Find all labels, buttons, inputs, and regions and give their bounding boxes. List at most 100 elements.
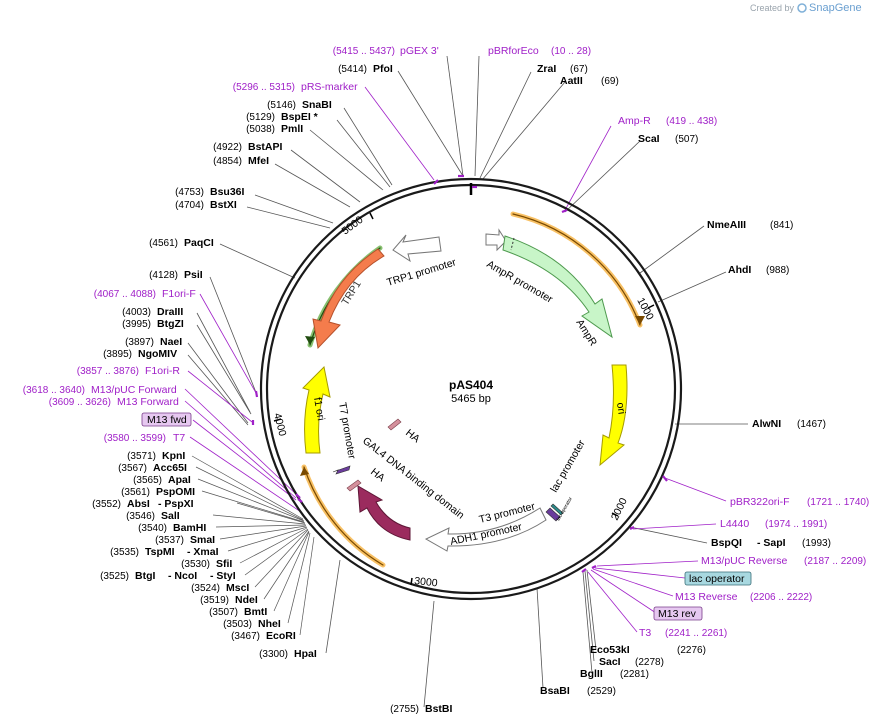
pbrforeco-range: (10 .. 28) bbox=[551, 46, 591, 57]
enzyme-pos: (67) bbox=[570, 64, 588, 75]
enzyme-bmti: BmtI bbox=[244, 606, 267, 618]
enzyme-pos: (3530) bbox=[181, 559, 210, 570]
right-primer-labels: pBR322ori-F (1721 .. 1740) L4440 (1974 .… bbox=[639, 496, 869, 639]
enzyme-sfii: SfiI bbox=[216, 558, 232, 570]
enzyme-pos: (3300) bbox=[259, 649, 288, 660]
t3-name: T3 bbox=[639, 627, 651, 639]
prs-marker-name: pRS-marker bbox=[301, 81, 358, 93]
lac-promoter-label: lac promoter bbox=[548, 438, 588, 495]
enzyme-bsabi: BsaBI bbox=[540, 685, 570, 697]
enzyme-pos: (4753) bbox=[175, 187, 204, 198]
enzyme-pos: (3567) bbox=[118, 463, 147, 474]
enzyme-btgi: BtgI bbox=[135, 570, 155, 582]
enzyme-tspmi: TspMI bbox=[145, 546, 175, 558]
enzyme-pos: (3552) bbox=[92, 499, 121, 510]
tick-3000: 3000 bbox=[414, 575, 439, 589]
f1ori-f-range: (4067 .. 4088) bbox=[94, 289, 156, 300]
enzyme-pos: (841) bbox=[770, 220, 793, 231]
left-primer-labels: (4067 .. 4088) F1ori-F (3857 .. 3876) F1… bbox=[23, 288, 196, 444]
enzyme-bspqi: BspQI bbox=[711, 537, 742, 549]
enzyme-xmai: - XmaI bbox=[187, 546, 219, 558]
ampr-arrow bbox=[502, 235, 613, 339]
orange-highlight-arrowhead bbox=[300, 467, 309, 476]
enzyme-pos: (3519) bbox=[200, 595, 229, 606]
m13-fwd-name: M13 Forward bbox=[117, 396, 179, 408]
f1ori-r-range: (3857 .. 3876) bbox=[77, 366, 139, 377]
ha-label-1: HA bbox=[403, 427, 422, 445]
ampr-primer-range: (419 .. 438) bbox=[666, 116, 717, 127]
trp1-promoter-label: TRP1 promoter bbox=[385, 256, 458, 289]
primer-marks bbox=[251, 174, 668, 573]
enzyme-msci: MscI bbox=[226, 582, 249, 594]
enzyme-absi: AbsI bbox=[127, 498, 150, 510]
enzyme-smai: SmaI bbox=[190, 534, 215, 546]
enzyme-pos: (4003) bbox=[122, 307, 151, 318]
enzyme-pos: (3540) bbox=[138, 523, 167, 534]
enzyme-pos: (3537) bbox=[155, 535, 184, 546]
enzyme-pos: (5129) bbox=[246, 112, 275, 123]
enzyme-apai: ApaI bbox=[168, 474, 191, 486]
ha-tag-2 bbox=[387, 418, 402, 431]
enzyme-bglii: BglII bbox=[580, 668, 603, 680]
feature-arrows bbox=[302, 228, 628, 552]
enzyme-aatii: AatII bbox=[560, 75, 583, 87]
enzyme-pos: (3546) bbox=[126, 511, 155, 522]
enzyme-pos: (3895) bbox=[103, 349, 132, 360]
enzyme-zrai: ZraI bbox=[537, 63, 556, 75]
ha-label-2: HA bbox=[368, 466, 387, 484]
t3-range: (2241 .. 2261) bbox=[665, 628, 727, 639]
ori-label: ori bbox=[614, 402, 628, 415]
f1ori-f-name: F1ori-F bbox=[162, 288, 196, 300]
m13puc-fwd-name: M13/pUC Forward bbox=[91, 384, 177, 396]
enzyme-nmeaiii: NmeAIII bbox=[707, 219, 746, 231]
adh1-promoter-arrow bbox=[424, 507, 547, 552]
m13puc-rev-name: M13/pUC Reverse bbox=[701, 555, 788, 567]
enzyme-saci: SacI bbox=[599, 656, 621, 668]
enzyme-pos: (3995) bbox=[122, 319, 151, 330]
enzyme-pspomi: PspOMI bbox=[156, 486, 195, 498]
enzyme-pos: (3503) bbox=[223, 619, 252, 630]
top-primer-labels: (5415 .. 5437) pGEX 3' pBRforEco (10 .. … bbox=[233, 45, 717, 127]
lac-feature-teal bbox=[550, 503, 564, 516]
left-mcs-enzymes: (3571) KpnI (3567) Acc65I (3565) ApaI (3… bbox=[92, 450, 317, 660]
m13-fwd-range: (3609 .. 3626) bbox=[49, 397, 111, 408]
mcs-fan-lines bbox=[191, 455, 315, 636]
credit-prefix: Created by bbox=[750, 3, 795, 13]
enzyme-btgzi: BtgZI bbox=[157, 318, 184, 330]
enzyme-bstxi: BstXI bbox=[210, 199, 237, 211]
enzyme-naei: NaeI bbox=[160, 336, 182, 348]
enzyme-bamhi: BamHI bbox=[173, 522, 206, 534]
credit-brand: SnapGene bbox=[809, 2, 862, 14]
leader-lines bbox=[187, 55, 748, 708]
m13puc-fwd-range: (3618 .. 3640) bbox=[23, 385, 85, 396]
plasmid-name: pAS404 bbox=[449, 378, 493, 392]
pbr322ori-f-name: pBR322ori-F bbox=[730, 496, 790, 508]
enzyme-ahdi: AhdI bbox=[728, 264, 751, 276]
m13-rev-box bbox=[653, 606, 703, 621]
enzyme-pos: (1993) bbox=[802, 538, 831, 549]
enzyme-snabi: SnaBI bbox=[302, 99, 332, 111]
ampr-primer-name: Amp-R bbox=[618, 115, 651, 127]
gal4-arrow bbox=[357, 485, 411, 541]
m13puc-rev-range: (2187 .. 2209) bbox=[804, 556, 866, 567]
enzyme-scai: ScaI bbox=[638, 133, 660, 145]
enzyme-pos: (2276) bbox=[677, 645, 706, 656]
green-highlight-arrowhead bbox=[305, 336, 315, 345]
m13-fwd-box bbox=[141, 412, 192, 427]
pbr322ori-f-range: (1721 .. 1740) bbox=[807, 497, 869, 508]
enzyme-pos: (3561) bbox=[121, 487, 150, 498]
pgex3-name: pGEX 3' bbox=[400, 45, 439, 57]
primer-leader-lines bbox=[184, 86, 727, 633]
enzyme-pos: (5038) bbox=[246, 124, 275, 135]
enzyme-pos: (988) bbox=[766, 265, 789, 276]
enzyme-pos: (4561) bbox=[149, 238, 178, 249]
enzyme-pfoi: PfoI bbox=[373, 63, 393, 75]
ori-arrow bbox=[599, 364, 628, 467]
f1ori-r-name: F1ori-R bbox=[145, 365, 180, 377]
enzyme-ncoi: - NcoI bbox=[168, 570, 197, 582]
t7-promoter-label: T7 promoter bbox=[336, 401, 358, 460]
pgex3-range: (5415 .. 5437) bbox=[333, 46, 395, 57]
enzyme-pos: (3897) bbox=[125, 337, 154, 348]
